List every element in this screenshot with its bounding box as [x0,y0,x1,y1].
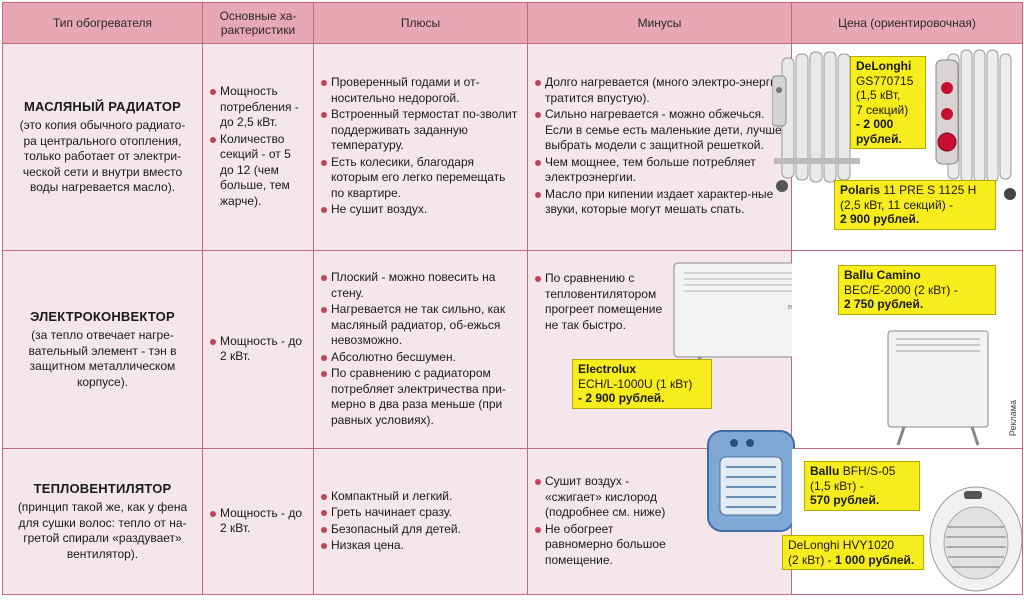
model: ECH/L-1000U (1 кВт) [578,376,693,391]
pro-item: Проверенный годами и от-носительно недор… [320,75,521,106]
spec-item: Количество секций - от 5 до 12 (чем боль… [209,132,307,210]
price-tag-delonghi-hvy: DeLonghi HVY1020 (2 кВт) - 1 000 рублей. [782,535,924,570]
spec: (2,5 кВт, 11 секций) - [840,197,954,212]
price: 2 900 рублей. [840,212,920,226]
pros-cell: Компактный и легкий. Греть начинает сраз… [313,448,528,595]
row-oil-radiator: МАСЛЯНЫЙ РАДИАТОР (это копия обычного ра… [2,43,1023,251]
con-item: Чем мощнее, тем больше потребляет электр… [534,155,785,186]
heater-type-name: ЭЛЕКТРОКОНВЕКТОР [30,308,175,324]
pro-item: Нагревается не так сильно, как масляный … [320,302,521,349]
pro-item: Абсолютно бесшумен. [320,350,521,366]
brand: DeLonghi [856,59,912,73]
brand: Polaris [840,183,881,197]
heater-type-name: МАСЛЯНЫЙ РАДИАТОР [23,98,182,114]
pro-item: По сравнению с радиатором потребляет эле… [320,366,521,428]
convector-ballu-image [887,330,989,446]
heater-type-name: ТЕПЛОВЕНТИЛЯТОР [33,480,172,496]
pro-item: Есть колесики, благодаря которым его лег… [320,155,521,202]
model: BFH/S-05 [842,464,896,478]
model: BEC/E-2000 (2 кВт) - [844,282,958,297]
price: 2 750 рублей. [844,297,924,311]
header-price: Цена (ориентировочная) [791,2,1023,44]
oil-radiator-red-image [935,49,1016,200]
model: GS770715 [856,73,914,88]
con-item: По сравнению с тепловентилятором прогрее… [534,271,674,333]
heater-type-desc: (принцип такой же, как у фена для сушки … [17,500,188,561]
spec-item: Мощность потребления - до 2,5 кВт. [209,84,307,131]
fan-heater-ballu-image [707,430,795,532]
heater-type-desc: (это копия обычного радиато- ра централь… [19,118,186,194]
brand: Electrolux [578,362,637,376]
header-specs: Основные ха- рактеристики [202,2,314,44]
heater-type-desc: (за тепло отвечает нагре- вательный элем… [28,328,177,389]
heater-comparison-table: Тип обогревателя Основные ха- рактеристи… [2,2,1023,595]
cons-cell: Долго нагревается (много электро-энергии… [527,43,792,251]
price-tag-ballu-bfh: Ballu BFH/S-05(1,5 кВт) -570 рублей. [804,461,920,511]
pro-item: Греть начинает сразу. [320,505,521,521]
spec: (1,5 кВт) - [810,478,864,493]
spec-item: Мощность - до 2 кВт. [209,334,307,365]
price-tag-polaris: Polaris 11 PRE S 1125 H(2,5 кВт, 11 секц… [834,180,996,230]
header-row: Тип обогревателя Основные ха- рактеристи… [2,2,1023,44]
brand: Ballu Camino [844,268,921,282]
pro-item: Не сушит воздух. [320,202,521,218]
type-cell: ЭЛЕКТРОКОНВЕКТОР (за тепло отвечает нагр… [2,250,203,449]
price: 1 000 рублей. [835,552,915,567]
specs-cell: Мощность - до 2 кВт. [202,250,314,449]
row-fan-heater: ТЕПЛОВЕНТИЛЯТОР (принцип такой же, как у… [2,430,1023,595]
brand: Ballu [810,464,840,478]
spec: (2 кВт) - [788,552,832,567]
cons-cell: По сравнению с тепловентилятором прогрее… [527,250,827,449]
row-convector: ЭЛЕКТРОКОНВЕКТОР (за тепло отвечает нагр… [2,250,1023,449]
cons-cell: Сушит воздух - «сжигает» кислород (подро… [527,430,795,595]
header-cons: Минусы [527,2,792,44]
con-item: Сильно нагревается - можно обжечься. Есл… [534,107,785,154]
header-pros: Плюсы [313,2,528,44]
price-tag-delonghi-gs: DeLonghi GS770715 (1,5 кВт, 7 секций) - … [850,56,926,149]
pros-cell: Плоский - можно повесить на стену. Нагре… [313,250,528,449]
con-item: Сушит воздух - «сжигает» кислород (подро… [534,474,674,521]
con-item: Долго нагревается (много электро-энергии… [534,75,785,106]
pros-cell: Проверенный годами и от-носительно недор… [313,43,528,251]
specs-cell: Мощность потребления - до 2,5 кВт. Колич… [202,43,314,251]
spec: (1,5 кВт, 7 секций) [856,88,909,117]
specs-cell: Мощность - до 2 кВт. [202,448,314,595]
price: - 2 000 рублей. [856,117,902,146]
header-type: Тип обогревателя [2,2,203,44]
advert-credit: Реклама [1008,400,1018,437]
pro-item: Низкая цена. [320,538,521,554]
fan-heater-delonghi-image [929,486,1023,592]
con-item: Масло при кипении издает характер-ные зв… [534,187,785,218]
con-item: Не обогреет равномерно большое помещение… [534,522,674,569]
model: HVY1020 [842,538,895,552]
pro-item: Безопасный для детей. [320,522,521,538]
price-cell-fan: Ballu BFH/S-05(1,5 кВт) -570 рублей. DeL… [782,448,1023,595]
pro-item: Встроенный термостат по-зволит поддержив… [320,107,521,154]
model: 11 PRE S 1125 H [883,183,977,197]
price-cell-oil: DeLonghi GS770715 (1,5 кВт, 7 секций) - … [772,43,1023,251]
brand: DeLonghi [788,538,840,552]
pro-item: Плоский - можно повесить на стену. [320,270,521,301]
price: 570 рублей. [810,493,880,507]
price: - 2 900 рублей. [578,391,665,405]
type-cell: ТЕПЛОВЕНТИЛЯТОР (принцип такой же, как у… [2,448,203,595]
type-cell: МАСЛЯНЫЙ РАДИАТОР (это копия обычного ра… [2,43,203,251]
spec-item: Мощность - до 2 кВт. [209,506,307,537]
pro-item: Компактный и легкий. [320,489,521,505]
